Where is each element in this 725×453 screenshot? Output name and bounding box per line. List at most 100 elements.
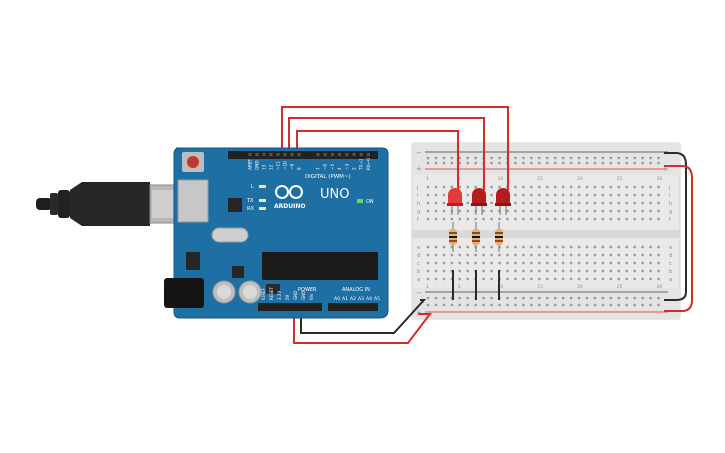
usb-cable[interactable]: [36, 182, 181, 226]
led-tx-label: TX: [246, 198, 254, 204]
analog-pin-label: A3: [358, 296, 364, 302]
header-pin[interactable]: [330, 153, 334, 156]
power-pin-label: 3.3V: [277, 291, 282, 300]
row-letter: d: [669, 253, 672, 259]
brand-text: ARDUINO: [274, 203, 305, 210]
header-pin[interactable]: [290, 153, 294, 156]
row-letter: c: [417, 261, 420, 267]
digital-pin-label: 12: [269, 164, 274, 170]
digital-pin-label: TX→1: [359, 158, 364, 171]
wire-rail-gnd: [664, 152, 687, 301]
power-pin-label: RESET: [269, 287, 274, 300]
row-letter: f: [417, 217, 419, 223]
digital-pin-label: 8: [297, 167, 302, 170]
power-header[interactable]: [258, 303, 322, 311]
row-letter: i: [669, 193, 670, 199]
rail-plus-label-top: +: [416, 165, 422, 173]
header-pin[interactable]: [338, 153, 342, 156]
analog-header[interactable]: [328, 303, 378, 311]
model-text: UNO: [320, 187, 349, 202]
row-letter: c: [669, 261, 672, 267]
header-pin[interactable]: [366, 153, 370, 156]
header-pin[interactable]: [359, 153, 363, 156]
digital-header[interactable]: [228, 151, 378, 159]
header-pin[interactable]: [269, 153, 273, 156]
led-1[interactable]: [447, 188, 463, 215]
digital-pin-label: ~9: [290, 163, 295, 170]
led-rx-label: RX: [247, 206, 254, 212]
power-pin-label: GND: [293, 291, 298, 300]
resistor-3[interactable]: [495, 222, 503, 252]
column-number: 25: [617, 284, 623, 290]
power-jack[interactable]: [164, 278, 204, 308]
header-pin[interactable]: [323, 153, 327, 156]
row-letter: g: [417, 209, 420, 215]
digital-pin-label: ~10: [283, 161, 288, 170]
row-letter: e: [669, 245, 672, 251]
resistor-1[interactable]: [449, 222, 457, 252]
resistor-2[interactable]: [472, 222, 480, 252]
row-letter: d: [417, 253, 420, 259]
digital-pin-label: ~11: [276, 161, 281, 170]
digital-pin-label: ~6: [323, 163, 328, 170]
column-number: 5: [458, 284, 461, 290]
header-pin[interactable]: [352, 153, 356, 156]
column-number: 30: [657, 284, 663, 290]
analog-pin-label: A4: [366, 296, 372, 302]
power-label: POWER: [298, 287, 317, 293]
digital-pin-label: 4: [337, 167, 342, 170]
digital-pin-label: ~3: [344, 163, 349, 170]
header-pin[interactable]: [248, 153, 252, 156]
column-number: 15: [537, 176, 543, 182]
rail-minus-label-top: −: [416, 149, 422, 157]
digital-pin-label: 13: [262, 164, 267, 170]
column-number: 1: [426, 284, 429, 290]
digital-pin-label: 2: [352, 167, 357, 170]
led-3[interactable]: [495, 188, 511, 215]
led-tx: [259, 199, 266, 202]
column-number: 10: [498, 176, 504, 182]
row-letter: h: [417, 201, 420, 207]
header-pin[interactable]: [316, 153, 320, 156]
header-pin[interactable]: [255, 153, 259, 156]
power-pin-label: IOREF: [261, 287, 266, 300]
row-letter: e: [417, 245, 420, 251]
column-number: 1: [426, 176, 429, 182]
atmega-chip: [262, 252, 378, 280]
row-letter: h: [669, 201, 672, 207]
row-letter: a: [417, 277, 420, 283]
digital-pin-label: 7: [316, 167, 321, 170]
arduino-logo-icon: [275, 185, 303, 199]
rail-plus-label-right: +: [662, 165, 668, 173]
row-letter: a: [669, 277, 672, 283]
led-2[interactable]: [471, 188, 487, 215]
digital-pin-label: RX←0: [366, 158, 371, 170]
wire-pin-11: [296, 130, 459, 190]
row-letter: j: [416, 185, 418, 191]
analog-pin-label: A0: [334, 296, 340, 302]
power-pin-label: Vin: [309, 293, 314, 300]
column-number: 10: [498, 284, 504, 290]
wires[interactable]: [281, 106, 693, 344]
header-pin[interactable]: [276, 153, 280, 156]
wire-5v: [293, 306, 433, 344]
led-l-label: L: [251, 184, 254, 190]
row-letter: b: [669, 269, 672, 275]
header-pin[interactable]: [262, 153, 266, 156]
row-letter: g: [669, 209, 672, 215]
on-led: [357, 199, 363, 203]
header-pin[interactable]: [283, 153, 287, 156]
column-number: 15: [537, 284, 543, 290]
digital-pin-label: ~5: [330, 163, 335, 170]
digital-label: DIGITAL (PWM~): [305, 174, 351, 180]
wire-pin-12: [288, 117, 485, 190]
header-pin[interactable]: [345, 153, 349, 156]
header-pin[interactable]: [297, 153, 301, 156]
